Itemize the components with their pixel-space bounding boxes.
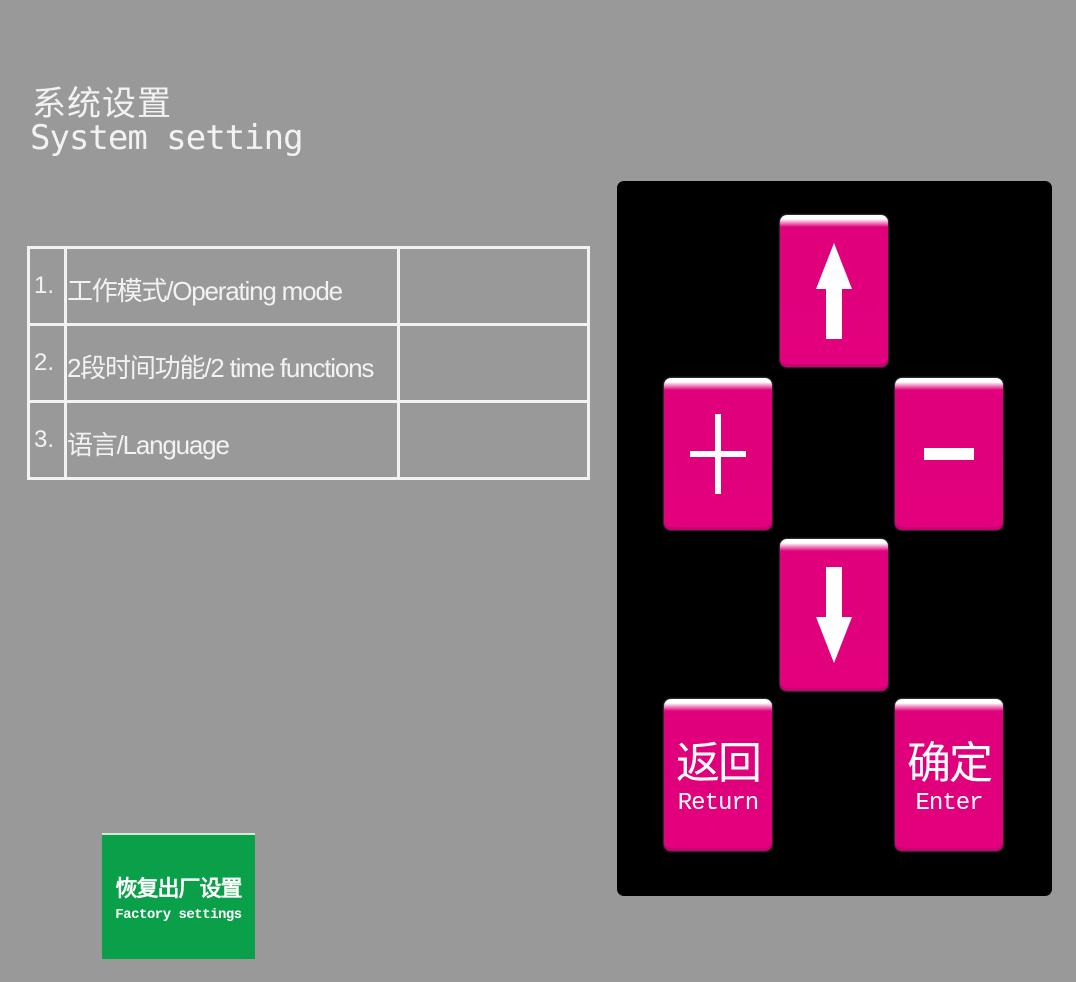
minus-button[interactable] bbox=[895, 378, 1003, 530]
keypad-panel: 返回 Return 确定 Enter bbox=[617, 181, 1052, 896]
factory-settings-button[interactable]: 恢复出厂设置 Factory settings bbox=[102, 833, 255, 959]
return-label-cn: 返回 bbox=[676, 738, 762, 789]
minus-icon bbox=[924, 448, 974, 460]
row-value[interactable] bbox=[397, 400, 590, 480]
page-title-cn: 系统设置 bbox=[32, 84, 172, 124]
settings-menu-table: 1. 工作模式/Operating mode 2. 2段时间功能/2 time … bbox=[27, 246, 590, 480]
row-number: 2. bbox=[27, 323, 67, 403]
page-title-en: System setting bbox=[30, 118, 304, 158]
up-button[interactable] bbox=[780, 215, 888, 367]
plus-icon bbox=[690, 414, 746, 494]
factory-label-cn: 恢复出厂设置 bbox=[115, 877, 242, 902]
return-button[interactable]: 返回 Return bbox=[664, 699, 772, 851]
row-value[interactable] bbox=[397, 246, 590, 326]
enter-button[interactable]: 确定 Enter bbox=[895, 699, 1003, 851]
row-number: 1. bbox=[27, 246, 67, 326]
plus-button[interactable] bbox=[664, 378, 772, 530]
return-label-en: Return bbox=[677, 790, 759, 817]
menu-row-time-functions[interactable]: 2. 2段时间功能/2 time functions bbox=[27, 323, 590, 403]
arrow-down-icon bbox=[816, 567, 852, 663]
row-value[interactable] bbox=[397, 323, 590, 403]
arrow-up-icon bbox=[816, 243, 852, 339]
factory-label-en: Factory settings bbox=[115, 907, 242, 923]
down-button[interactable] bbox=[780, 539, 888, 691]
row-label[interactable]: 语言/Language bbox=[64, 400, 400, 480]
row-label[interactable]: 2段时间功能/2 time functions bbox=[64, 323, 400, 403]
row-number: 3. bbox=[27, 400, 67, 480]
row-label[interactable]: 工作模式/Operating mode bbox=[64, 246, 400, 326]
enter-label-cn: 确定 bbox=[907, 738, 993, 789]
menu-row-operating-mode[interactable]: 1. 工作模式/Operating mode bbox=[27, 246, 590, 326]
menu-row-language[interactable]: 3. 语言/Language bbox=[27, 400, 590, 480]
enter-label-en: Enter bbox=[915, 790, 983, 817]
